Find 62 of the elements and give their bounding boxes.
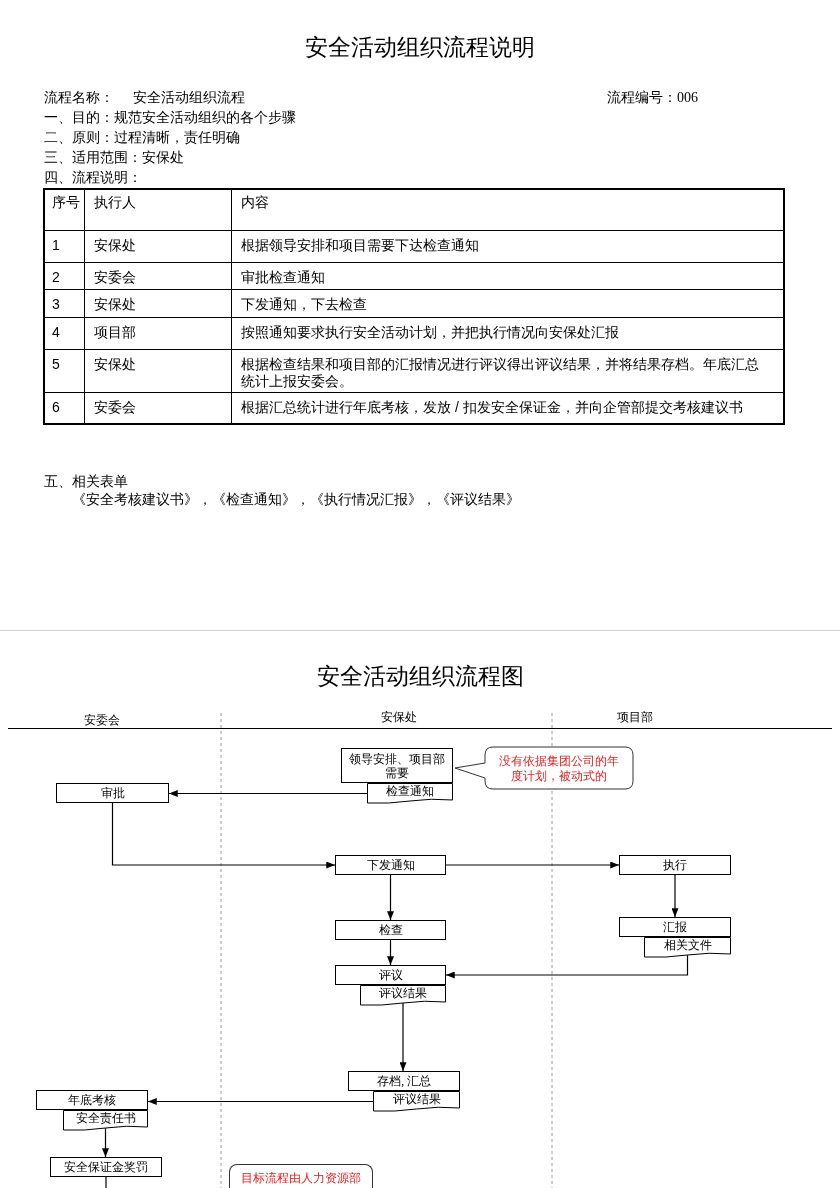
process-box: 下发通知 bbox=[335, 855, 446, 875]
flowchart-heading: 安全活动组织流程图 bbox=[316, 662, 524, 690]
table-header-cell: 执行人 bbox=[85, 188, 232, 231]
note-box: 目标流程由人力资源部 bbox=[229, 1164, 373, 1188]
field-label: 流程名称： bbox=[44, 88, 114, 106]
section-heading: 四、流程说明： bbox=[44, 168, 142, 186]
arrow bbox=[671, 874, 679, 918]
table-cell: 6 bbox=[43, 393, 85, 425]
process-box: 执行 bbox=[619, 855, 731, 875]
arrow bbox=[387, 939, 394, 966]
lane-header: 安保处 bbox=[381, 710, 417, 724]
table-header-cell: 内容 bbox=[232, 188, 785, 231]
info-line: 三、适用范围：安保处 bbox=[44, 148, 184, 166]
section-heading: 五、相关表单 bbox=[44, 472, 128, 490]
process-box: 安全保证金奖罚 bbox=[50, 1157, 162, 1177]
info-line: 一、目的：规范安全活动组织的各个步骤 bbox=[44, 108, 296, 126]
table-cell: 根据检查结果和项目部的汇报情况进行评议得出评议结果，并将结果存档。年底汇总统计上报安委会。 bbox=[232, 350, 785, 393]
page-title: 安全活动组织流程说明 bbox=[305, 33, 535, 61]
lane-header: 项目部 bbox=[617, 710, 653, 724]
table-cell: 审批检查通知 bbox=[232, 263, 785, 290]
document-shape: 检查通知 bbox=[367, 783, 453, 804]
arrow bbox=[399, 1002, 407, 1072]
table-cell: 根据汇总统计进行年底考核，发放 / 扣发安全保证金，并向企管部提交考核建议书 bbox=[232, 393, 785, 425]
process-number: 流程编号：006 bbox=[607, 88, 698, 106]
table-cell: 项目部 bbox=[85, 318, 232, 350]
arrow bbox=[111, 802, 336, 869]
arrow bbox=[387, 874, 394, 921]
process-box: 检查 bbox=[335, 920, 446, 940]
process-box: 年底考核 bbox=[36, 1090, 148, 1110]
form-list: 《安全考核建议书》，《检查通知》，《执行情况汇报》，《评议结果》 bbox=[72, 490, 520, 508]
table-cell: 安委会 bbox=[85, 393, 232, 425]
arrow bbox=[445, 954, 689, 979]
arrow bbox=[102, 1127, 109, 1158]
document-shape: 相关文件 bbox=[644, 937, 731, 958]
table-cell: 按照通知要求执行安全活动计划，并把执行情况向安保处汇报 bbox=[232, 318, 785, 350]
table-cell: 根据领导安排和项目需要下达检查通知 bbox=[232, 231, 785, 263]
connector-line bbox=[105, 1176, 107, 1188]
table-cell: 2 bbox=[43, 263, 85, 290]
process-box: 审批 bbox=[56, 783, 169, 803]
table-cell: 4 bbox=[43, 318, 85, 350]
lane-header: 安委会 bbox=[84, 713, 120, 727]
table-cell: 安保处 bbox=[85, 350, 232, 393]
table-cell: 1 bbox=[43, 231, 85, 263]
document-shape: 安全责任书 bbox=[63, 1110, 148, 1131]
process-box: 评议 bbox=[335, 965, 446, 985]
table-cell: 3 bbox=[43, 290, 85, 318]
info-line: 二、原则：过程清晰，责任明确 bbox=[44, 128, 240, 146]
process-box: 汇报 bbox=[619, 917, 731, 937]
arrow bbox=[147, 1098, 374, 1105]
arrow bbox=[168, 790, 368, 797]
process-name: 安全活动组织流程 bbox=[133, 88, 245, 106]
process-box: 存档, 汇总 bbox=[348, 1071, 460, 1091]
document-shape: 评议结果 bbox=[373, 1091, 460, 1112]
arrow bbox=[445, 861, 620, 869]
table-cell: 安保处 bbox=[85, 231, 232, 263]
table-cell: 5 bbox=[43, 350, 85, 393]
table-cell: 安委会 bbox=[85, 263, 232, 290]
table-cell: 安保处 bbox=[85, 290, 232, 318]
table-cell: 下发通知，下去检查 bbox=[232, 290, 785, 318]
callout-bubble: 没有依据集团公司的年度计划，被动式的 bbox=[453, 746, 634, 790]
table-header-cell: 序号 bbox=[43, 188, 85, 231]
document-shape: 评议结果 bbox=[360, 985, 446, 1006]
